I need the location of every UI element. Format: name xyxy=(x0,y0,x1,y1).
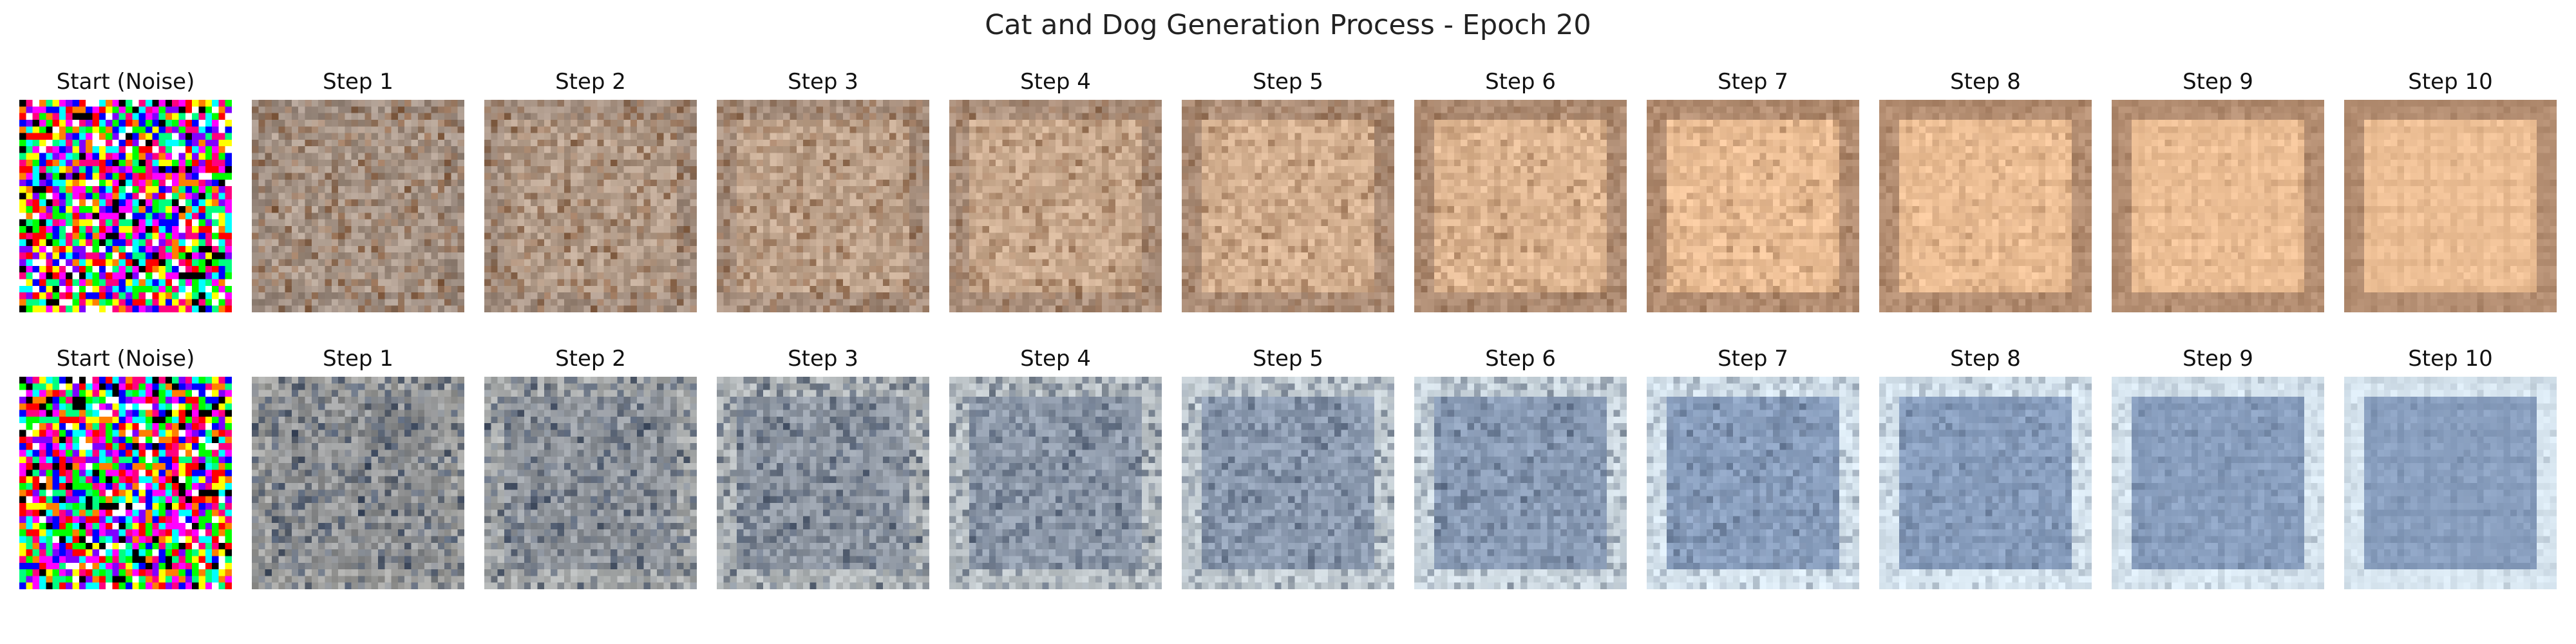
panel-title: Step 3 xyxy=(788,69,858,95)
generated-image xyxy=(484,100,697,312)
image-pixels xyxy=(2112,100,2324,312)
panel-title: Step 4 xyxy=(1020,346,1091,372)
image-pixels xyxy=(717,377,929,589)
image-pixels xyxy=(2344,377,2557,589)
generated-image xyxy=(1414,100,1627,312)
figure-title: Cat and Dog Generation Process - Epoch 2… xyxy=(985,9,1591,41)
image-pixels xyxy=(1647,100,1859,312)
generated-image xyxy=(2344,377,2557,589)
panel-title: Step 6 xyxy=(1485,346,1556,372)
image-pixels xyxy=(1414,100,1627,312)
image-pixels xyxy=(949,377,1162,589)
panel-title: Step 10 xyxy=(2408,69,2493,95)
generated-image xyxy=(717,377,929,589)
image-pixels xyxy=(19,100,232,312)
panel-title: Step 4 xyxy=(1020,69,1091,95)
generated-image xyxy=(1879,377,2092,589)
image-pixels xyxy=(19,377,232,589)
image-pixels xyxy=(949,100,1162,312)
panel-title: Step 10 xyxy=(2408,346,2493,372)
image-pixels xyxy=(1879,100,2092,312)
panel-title: Step 1 xyxy=(323,346,393,372)
image-pixels xyxy=(252,100,464,312)
noise-image xyxy=(19,377,232,589)
generated-image xyxy=(1182,100,1394,312)
panel-title: Step 9 xyxy=(2183,69,2253,95)
image-pixels xyxy=(252,377,464,589)
panel-title: Step 8 xyxy=(1950,346,2021,372)
image-pixels xyxy=(1414,377,1627,589)
image-pixels xyxy=(717,100,929,312)
panel-title: Step 2 xyxy=(555,69,626,95)
image-pixels xyxy=(1879,377,2092,589)
image-pixels xyxy=(2112,377,2324,589)
panel-title: Start (Noise) xyxy=(56,346,195,372)
panel-title: Step 7 xyxy=(1718,69,1788,95)
generated-image xyxy=(1647,377,1859,589)
generated-image xyxy=(1647,100,1859,312)
panel-title: Step 3 xyxy=(788,346,858,372)
generated-image xyxy=(949,100,1162,312)
generated-image xyxy=(2344,100,2557,312)
generated-image xyxy=(949,377,1162,589)
generated-image xyxy=(252,377,464,589)
generated-image xyxy=(1879,100,2092,312)
image-pixels xyxy=(1182,377,1394,589)
image-pixels xyxy=(1647,377,1859,589)
image-pixels xyxy=(484,377,697,589)
generated-image xyxy=(1182,377,1394,589)
image-pixels xyxy=(484,100,697,312)
generated-image xyxy=(1414,377,1627,589)
panel-title: Step 1 xyxy=(323,69,393,95)
image-pixels xyxy=(1182,100,1394,312)
panel-title: Step 2 xyxy=(555,346,626,372)
panel-title: Step 5 xyxy=(1253,346,1323,372)
generated-image xyxy=(2112,100,2324,312)
image-pixels xyxy=(2344,100,2557,312)
panel-title: Step 7 xyxy=(1718,346,1788,372)
panel-title: Step 8 xyxy=(1950,69,2021,95)
noise-image xyxy=(19,100,232,312)
panel-title: Step 6 xyxy=(1485,69,1556,95)
generated-image xyxy=(2112,377,2324,589)
generated-image xyxy=(717,100,929,312)
panel-title: Step 5 xyxy=(1253,69,1323,95)
panel-title: Step 9 xyxy=(2183,346,2253,372)
generated-image xyxy=(484,377,697,589)
panel-title: Start (Noise) xyxy=(56,69,195,95)
generated-image xyxy=(252,100,464,312)
